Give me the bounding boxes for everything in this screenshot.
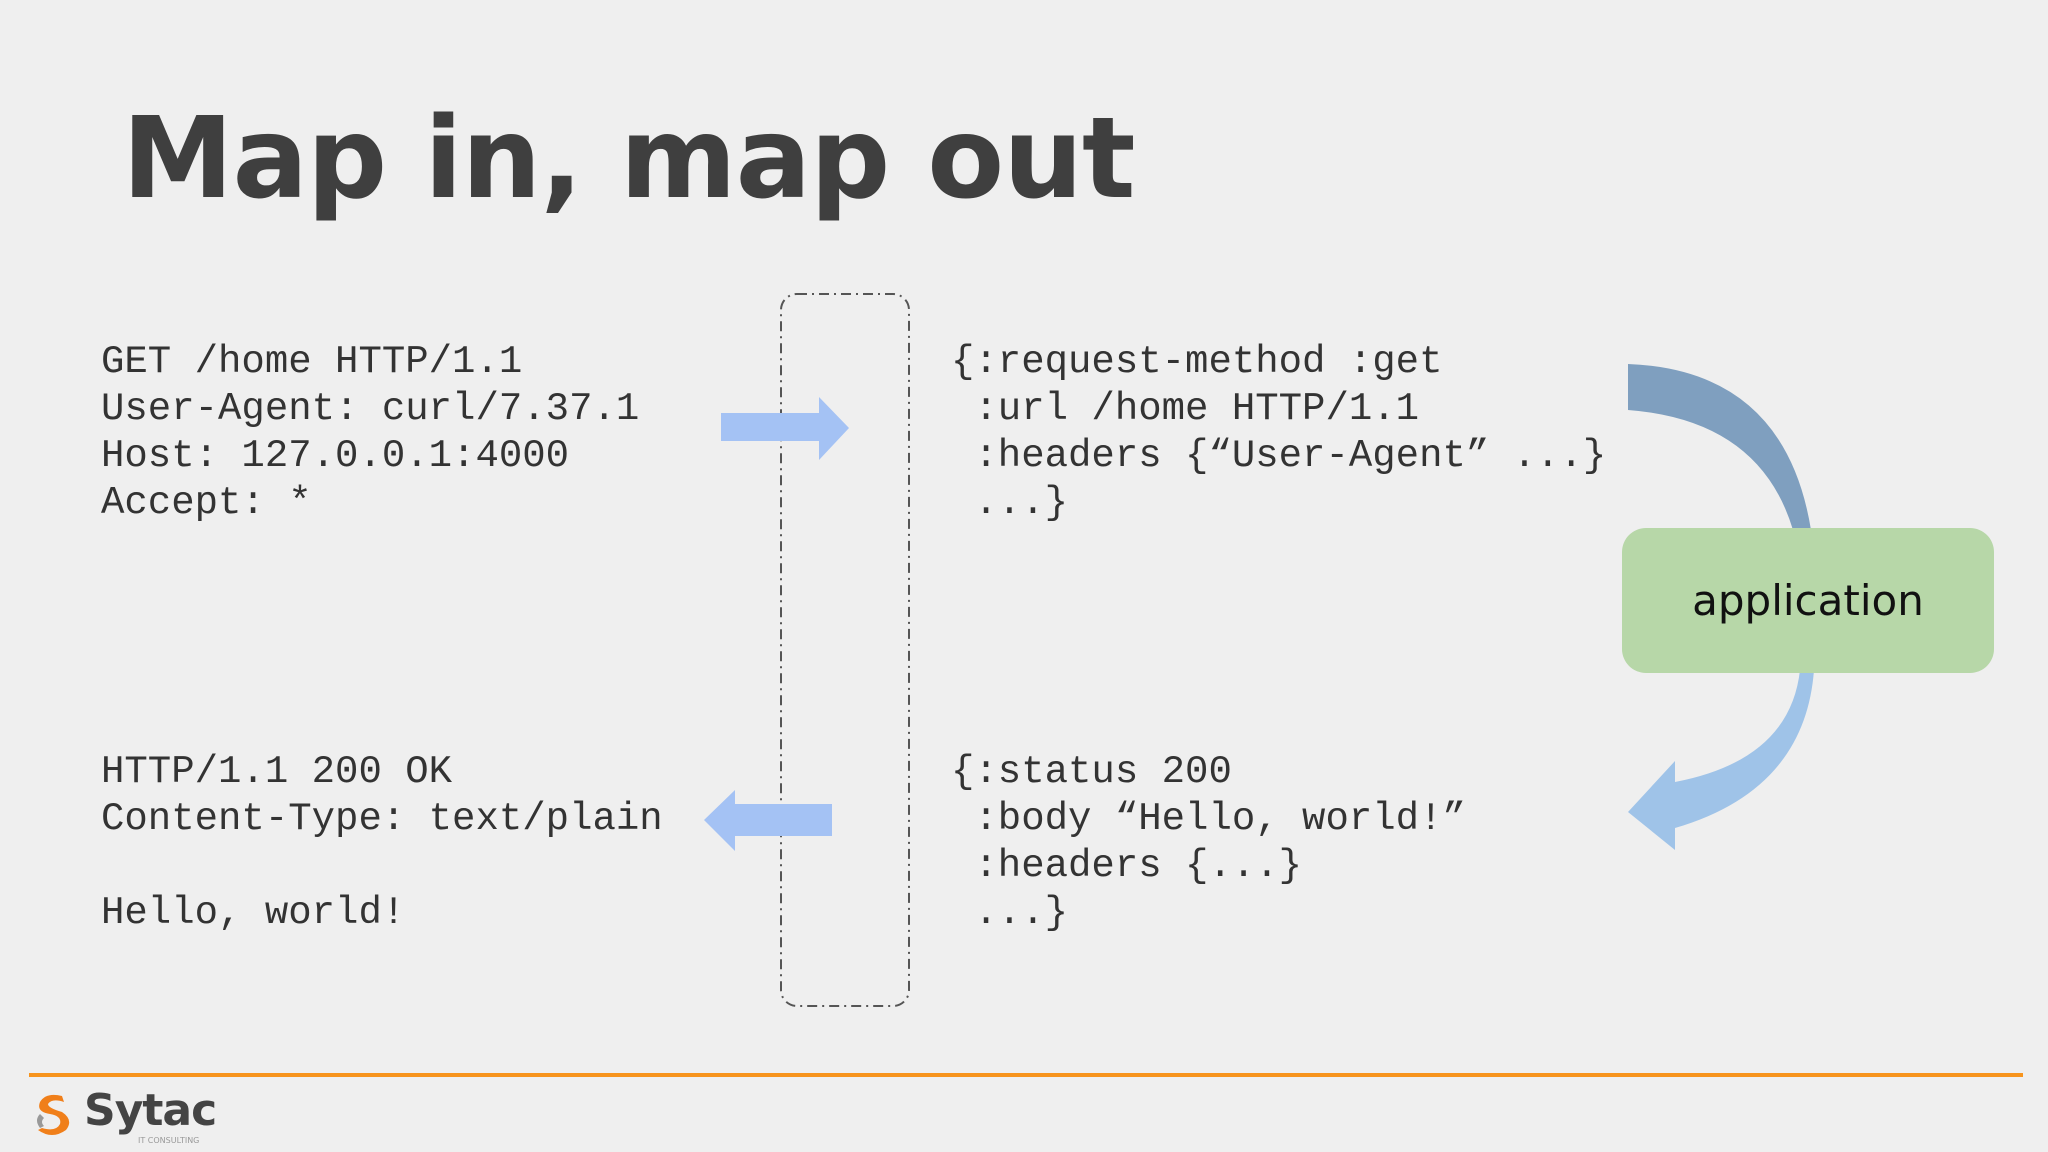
code-line: Accept: * bbox=[101, 481, 312, 525]
logo-name: Sytac bbox=[84, 1085, 217, 1136]
code-line: {:request-method :get bbox=[951, 340, 1443, 384]
code-line: {:status 200 bbox=[951, 750, 1232, 794]
into-application-arrow-icon bbox=[1628, 364, 1811, 530]
code-line: :body “Hello, world!” bbox=[951, 797, 1466, 841]
code-line: GET /home HTTP/1.1 bbox=[101, 340, 523, 384]
request-map-text: {:request-method :get :url /home HTTP/1.… bbox=[951, 339, 1606, 527]
request-arrow-icon bbox=[721, 397, 849, 460]
response-map-text: {:status 200 :body “Hello, world!” :head… bbox=[951, 749, 1466, 937]
sytac-logo-icon bbox=[37, 1094, 70, 1135]
sytac-logo: Sytac IT CONSULTING bbox=[32, 1088, 272, 1148]
slide-title: Map in, map out bbox=[122, 94, 1136, 224]
footer-divider bbox=[29, 1073, 2023, 1077]
code-line: :headers {“User-Agent” ...} bbox=[951, 434, 1607, 478]
out-of-application-arrow-icon bbox=[1628, 670, 1814, 850]
code-line: Hello, world! bbox=[101, 891, 406, 935]
code-line: ...} bbox=[951, 481, 1069, 525]
code-line: User-Agent: curl/7.37.1 bbox=[101, 387, 640, 431]
logo-tagline: IT CONSULTING bbox=[138, 1136, 200, 1145]
code-line: Content-Type: text/plain bbox=[101, 797, 663, 841]
code-line: ...} bbox=[951, 891, 1069, 935]
response-arrow-icon bbox=[704, 790, 832, 851]
code-line bbox=[101, 843, 663, 890]
adapter-boundary-box bbox=[780, 293, 910, 1007]
code-line: HTTP/1.1 200 OK bbox=[101, 750, 453, 794]
code-line: :url /home HTTP/1.1 bbox=[951, 387, 1420, 431]
application-box: application bbox=[1622, 528, 1994, 673]
code-line: :headers {...} bbox=[951, 844, 1303, 888]
code-line: Host: 127.0.0.1:4000 bbox=[101, 434, 570, 478]
